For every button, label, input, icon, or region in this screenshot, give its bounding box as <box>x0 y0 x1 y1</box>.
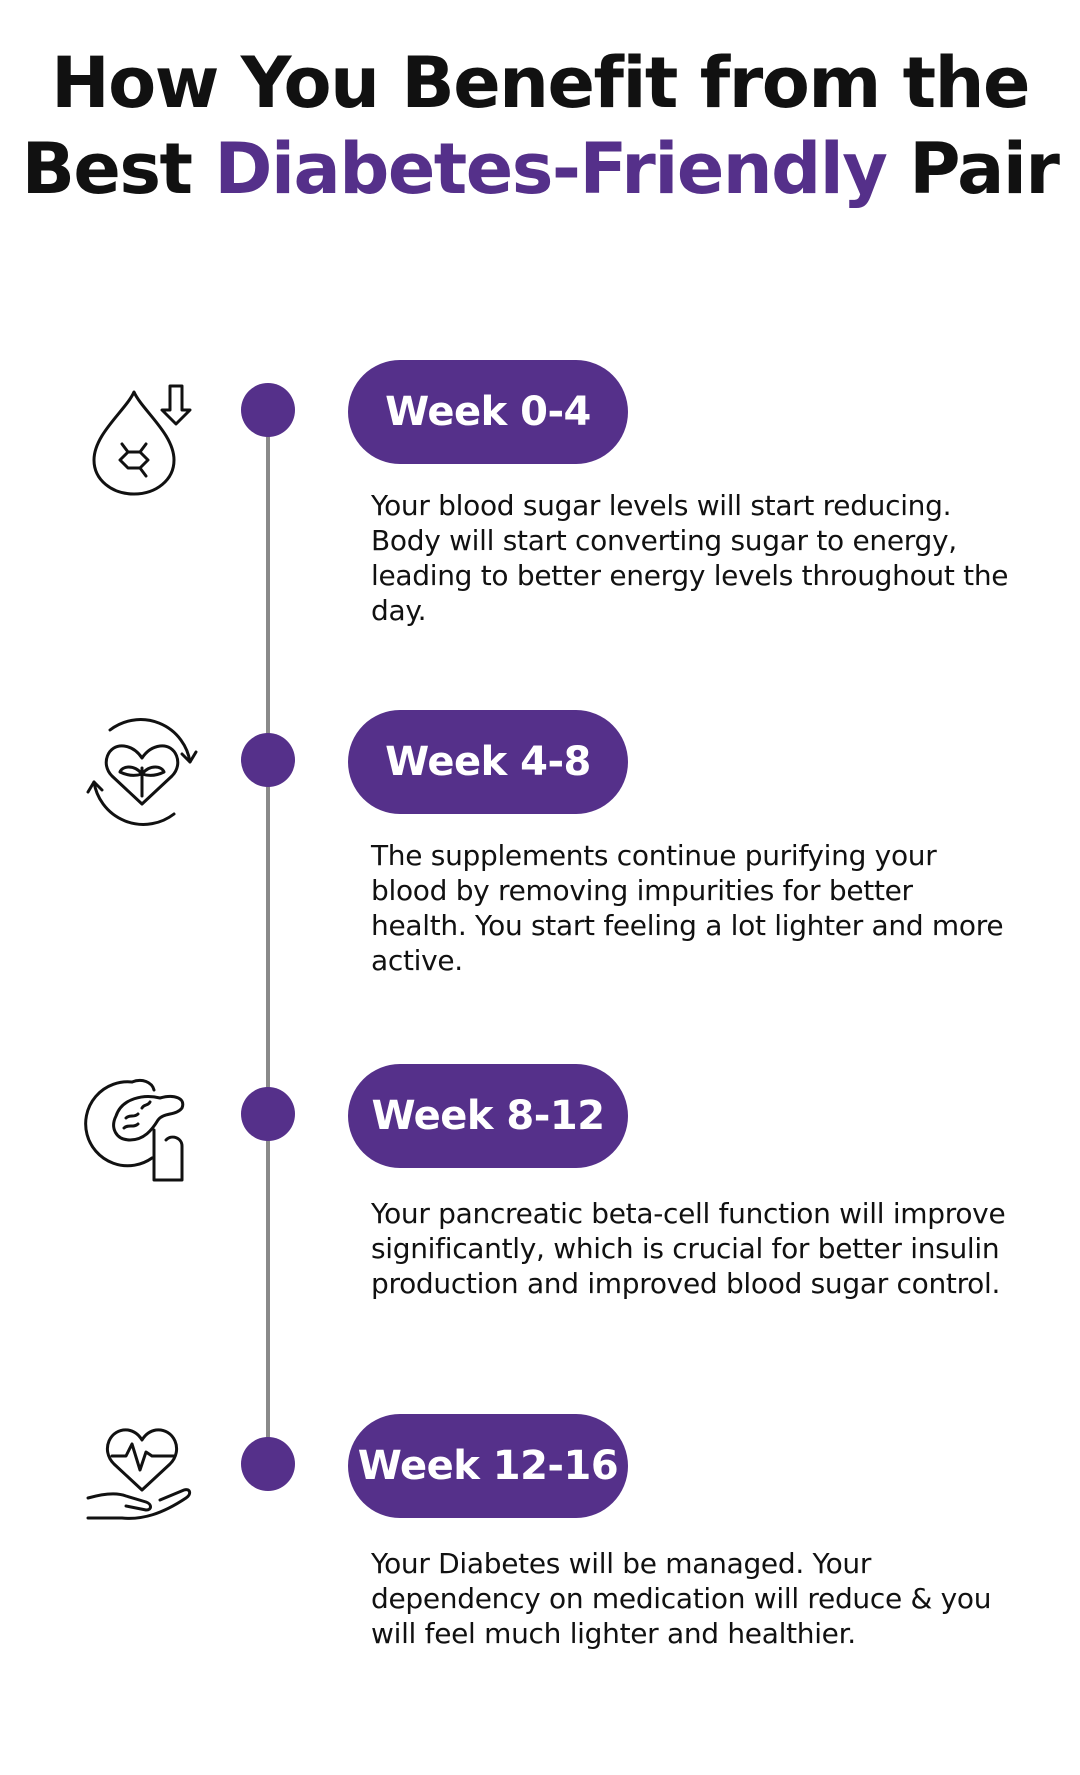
page-title: How You Benefit from the Best Diabetes-F… <box>0 40 1080 212</box>
timeline-dot <box>241 733 295 787</box>
timeline-dot <box>241 383 295 437</box>
timeline-stage-2: Week 4-8 The supplements continue purify… <box>0 710 1080 1010</box>
stage-description: Your pancreatic beta-cell function will … <box>371 1197 1006 1300</box>
title-prefix: Best <box>21 128 215 210</box>
title-accent: Diabetes-Friendly <box>214 128 887 210</box>
timeline-stage-3: Week 8-12 Your pancreatic beta-cell func… <box>0 1060 1080 1360</box>
timeline-dot <box>241 1087 295 1141</box>
timeline-line <box>266 412 270 1490</box>
title-line-1: How You Benefit from the <box>51 42 1030 124</box>
stage-description: Your blood sugar levels will start reduc… <box>371 489 1009 627</box>
timeline-stage-4: Week 12-16 Your Diabetes will be managed… <box>0 1410 1080 1710</box>
title-suffix: Pair <box>886 128 1060 210</box>
stage-description: Your Diabetes will be managed. Your depe… <box>371 1547 992 1650</box>
stage-label-pill: Week 0-4 <box>348 360 628 464</box>
pancreas-icon <box>82 1068 202 1188</box>
stage-description: The supplements continue purifying your … <box>371 839 1004 977</box>
stage-label-pill: Week 4-8 <box>348 710 628 814</box>
blood-drop-down-arrow-icon <box>82 378 202 498</box>
heart-hand-icon <box>82 1406 202 1526</box>
timeline-stage-1: Week 0-4 Your blood sugar levels will st… <box>0 360 1080 660</box>
stage-label-pill: Week 8-12 <box>348 1064 628 1168</box>
timeline-dot <box>241 1437 295 1491</box>
title-line-2: Best Diabetes-Friendly Pair <box>0 126 1080 212</box>
stage-label-pill: Week 12-16 <box>348 1414 628 1518</box>
heart-cycle-icon <box>82 712 202 832</box>
